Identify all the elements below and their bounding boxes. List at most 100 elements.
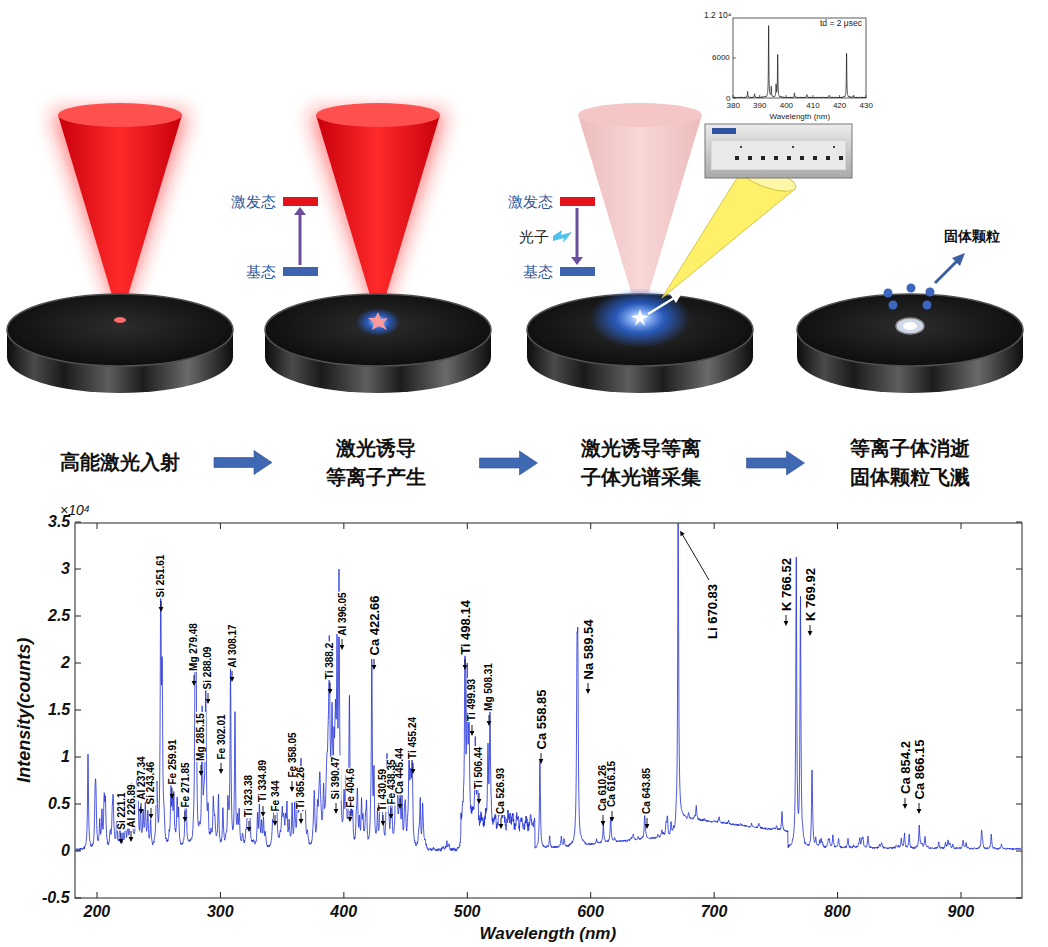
laser-beam bbox=[316, 103, 440, 127]
y-tick bbox=[1016, 898, 1022, 899]
peak-pointer bbox=[601, 821, 606, 826]
plasma-spark bbox=[368, 312, 388, 330]
inset-tick-label: 410 bbox=[806, 101, 819, 110]
chart-ticks bbox=[75, 58, 1022, 898]
peak-pointer bbox=[336, 803, 337, 809]
peak-label: Ca 866.15 bbox=[913, 738, 926, 800]
peak-pointer bbox=[391, 808, 392, 814]
collection-cone bbox=[662, 162, 798, 298]
x-tick-label: 400 bbox=[330, 903, 357, 921]
emission-arrow bbox=[648, 298, 674, 314]
y-tick-label: 2 bbox=[61, 654, 70, 672]
peak-pointer bbox=[230, 671, 235, 682]
peak-pointer bbox=[328, 689, 333, 694]
x-tick bbox=[590, 523, 591, 529]
ablation-crater bbox=[903, 322, 917, 330]
energy-level-label: 基态 bbox=[246, 263, 276, 280]
y-tick bbox=[1016, 851, 1022, 852]
sample-disk bbox=[265, 294, 491, 366]
peak-pointer bbox=[389, 814, 394, 819]
peak-pointer bbox=[499, 824, 504, 829]
peak-pointer bbox=[612, 811, 613, 817]
y-tick bbox=[1016, 804, 1022, 805]
x-tick bbox=[714, 523, 715, 529]
inset-spectrum-plot bbox=[733, 18, 866, 98]
peak-pointer bbox=[141, 803, 142, 809]
peak-label: Ca 854.2 bbox=[898, 740, 911, 795]
peak-pointer bbox=[539, 759, 544, 764]
emission-arrow bbox=[648, 293, 682, 314]
y-tick bbox=[75, 663, 81, 664]
spectrometer bbox=[839, 156, 843, 160]
peak-pointer bbox=[299, 819, 304, 824]
peak-pointer bbox=[185, 811, 186, 817]
y-tick bbox=[1016, 569, 1022, 570]
peak-label: Mg 279.48 bbox=[189, 622, 199, 672]
plasma-spark bbox=[356, 308, 400, 336]
spectrometer bbox=[774, 156, 778, 160]
peak-pointer bbox=[903, 804, 908, 809]
peak-pointer bbox=[784, 621, 789, 626]
x-tick bbox=[97, 892, 98, 898]
x-tick-label: 600 bbox=[577, 903, 604, 921]
peak-pointer bbox=[786, 615, 787, 621]
axis-title: Intensity(counts) bbox=[14, 637, 35, 782]
inset-tick bbox=[759, 95, 760, 98]
peak-pointer bbox=[905, 798, 906, 804]
stage-caption-text: 高能激光入射 bbox=[60, 448, 180, 477]
inset-tick bbox=[733, 98, 736, 99]
spectrometer bbox=[735, 156, 739, 160]
peak-pointer bbox=[350, 811, 351, 817]
y-tick bbox=[75, 898, 81, 899]
particle-pointer bbox=[952, 253, 965, 266]
spectrometer bbox=[748, 156, 752, 160]
peak-label: Si 221.1 bbox=[116, 791, 126, 830]
peak-label: Ti 498.14 bbox=[458, 599, 471, 656]
laser-beam-fading bbox=[578, 103, 702, 127]
peak-label: Mg 508.31 bbox=[484, 662, 494, 712]
peak-pointer bbox=[413, 763, 414, 769]
x-tick bbox=[467, 892, 468, 898]
x-tick bbox=[961, 523, 962, 529]
peak-pointer bbox=[292, 781, 293, 787]
inset-tick-label: 380 bbox=[727, 101, 740, 110]
peak-pointer bbox=[301, 813, 302, 819]
peak-pointer bbox=[470, 725, 475, 736]
spectrometer bbox=[813, 156, 817, 160]
y-tick-label: -0.5 bbox=[42, 889, 70, 907]
peak-pointer bbox=[273, 821, 278, 826]
peak-pointer bbox=[381, 821, 386, 826]
energy-level-diagram bbox=[560, 197, 595, 206]
peak-label: K 769.92 bbox=[803, 567, 816, 622]
x-tick bbox=[467, 523, 468, 529]
stage-caption: 激光诱导 等离子产生 bbox=[306, 434, 446, 492]
peak-pointer bbox=[539, 753, 544, 764]
peak-pointer bbox=[808, 625, 813, 636]
peak-label: Al 237.34 bbox=[136, 755, 146, 800]
x-tick bbox=[837, 523, 838, 529]
peak-pointer bbox=[472, 725, 473, 731]
y-tick-label: 1 bbox=[61, 748, 70, 766]
peak-pointer bbox=[586, 689, 591, 694]
peak-pointer bbox=[172, 788, 173, 794]
inset-tick bbox=[866, 95, 867, 98]
peak-pointer bbox=[170, 794, 175, 799]
libs-spectrum-chart bbox=[75, 58, 1022, 898]
peak-pointer bbox=[151, 808, 152, 814]
libs-spectrum-chart bbox=[76, 523, 1021, 851]
peak-pointer bbox=[348, 811, 353, 822]
peak-pointer bbox=[149, 808, 154, 819]
peak-pointer bbox=[232, 671, 233, 677]
peak-label: Si 251.61 bbox=[156, 553, 166, 598]
peak-pointer bbox=[680, 531, 709, 580]
peak-pointer bbox=[206, 693, 211, 704]
peak-pointer bbox=[383, 815, 384, 821]
peak-label: Si 390.47 bbox=[331, 755, 341, 800]
y-tick-label: 1.5 bbox=[48, 701, 70, 719]
solid-particles bbox=[889, 301, 898, 310]
y-tick-label: 3.5 bbox=[48, 513, 70, 531]
peak-pointer bbox=[499, 818, 504, 829]
peak-label: K 766.52 bbox=[779, 557, 792, 612]
libs-spectrum-chart bbox=[75, 523, 1022, 898]
peak-label: Al 308.17 bbox=[227, 623, 237, 668]
